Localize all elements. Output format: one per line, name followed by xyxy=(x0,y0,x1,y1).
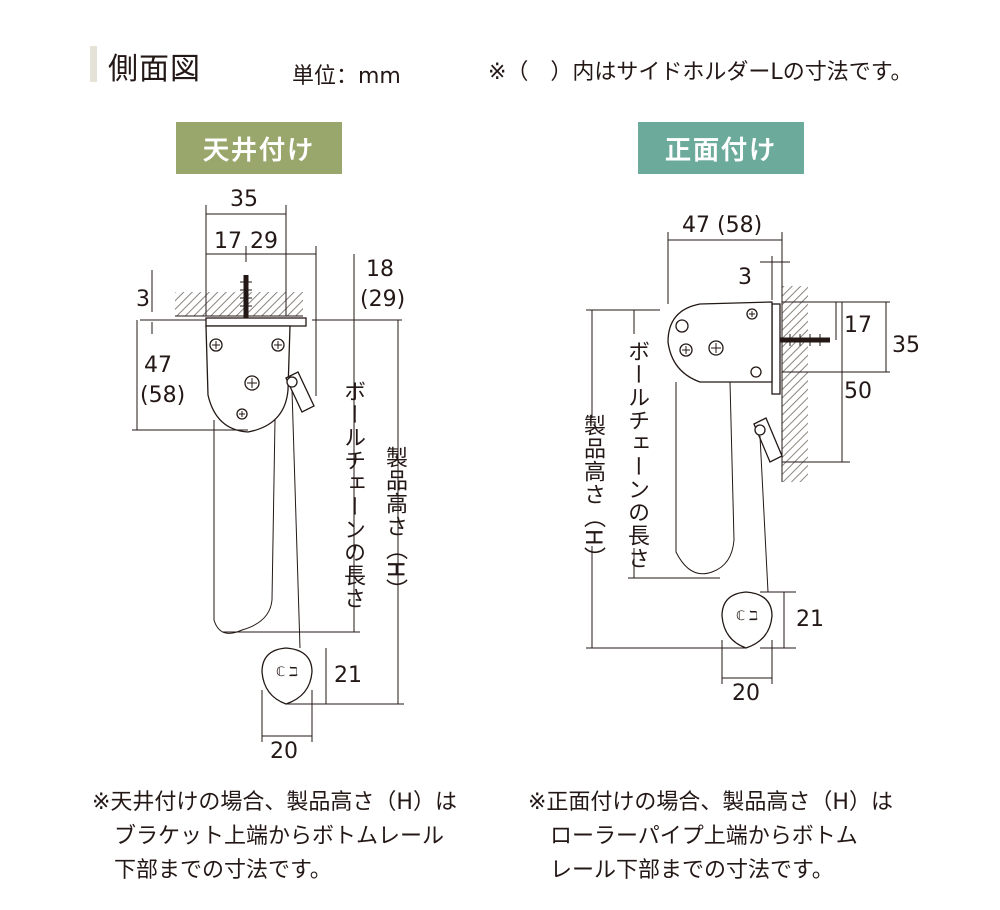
wall-surface xyxy=(782,286,808,482)
dim-ceiling-20: 20 xyxy=(270,739,298,764)
header-note: ※（ ）内はサイドホルダーLの寸法です。 xyxy=(488,60,913,85)
front-mount-badge: 正面付け xyxy=(638,122,804,174)
side-lever xyxy=(753,417,783,463)
ball-chain xyxy=(213,419,276,634)
dim-ceiling-29: 29 xyxy=(250,229,278,254)
front-note-line-2: ローラーパイプ上端からボトム xyxy=(550,824,858,849)
dim-front-17: 17 xyxy=(844,313,872,338)
dim-front-21: 21 xyxy=(796,607,824,632)
mounting-screw xyxy=(778,334,830,346)
ceiling-chain-length-label: ボールチェーンの長さ xyxy=(340,380,365,610)
ball-chain xyxy=(675,381,735,575)
dim-front-50: 50 xyxy=(844,379,872,404)
svg-text:ℂ ℶ: ℂ ℶ xyxy=(736,609,758,624)
dim-ceiling-21: 21 xyxy=(334,663,362,688)
dim-front-20: 20 xyxy=(732,681,760,706)
front-product-height-label: 製品高さ（H） xyxy=(580,414,605,570)
ceiling-note: ※天井付けの場合、製品高さ（H）は ブラケット上端からボトムレール 下部までの寸… xyxy=(92,786,457,888)
page-title: 側面図 xyxy=(108,52,201,87)
dim-ceiling-29-paren: (29) xyxy=(360,287,405,312)
dim-ceiling-17: 17 xyxy=(214,229,242,254)
pull-cord xyxy=(759,435,769,593)
pull-cord xyxy=(291,389,301,649)
ceiling-mount-badge: 天井付け xyxy=(176,122,342,174)
svg-text:ℂ ℶ: ℂ ℶ xyxy=(276,665,298,680)
title-accent-bar xyxy=(90,46,97,82)
front-chain-length-label: ボールチェーンの長さ xyxy=(624,340,649,570)
unit-label: 単位：mm xyxy=(292,64,401,89)
bracket xyxy=(771,303,781,395)
dim-ceiling-width-total: 35 xyxy=(230,187,258,212)
bracket xyxy=(205,317,307,327)
ceiling-product-height-label: 製品高さ（H） xyxy=(382,446,407,602)
front-mount-drawing: ℂ ℶ 47 (58) 3 17 35 50 21 20 xyxy=(586,213,920,706)
dim-ceiling-58: (58) xyxy=(140,383,185,408)
ceiling-mount-drawing: ℂ ℶ 35 17 29 3 47 (58) 18 (29) 21 20 xyxy=(132,187,405,764)
dim-front-35: 35 xyxy=(892,333,920,358)
mounting-screw xyxy=(240,275,252,320)
front-note: ※正面付けの場合、製品高さ（H）は ローラーパイプ上端からボトム レール下部まで… xyxy=(528,786,893,888)
dim-ceiling-18: 18 xyxy=(366,257,394,282)
dim-ceiling-3: 3 xyxy=(136,287,150,312)
dim-ceiling-47: 47 xyxy=(144,353,172,378)
ceiling-note-line-2: ブラケット上端からボトムレール xyxy=(114,824,445,849)
ceiling-surface xyxy=(175,292,303,316)
front-note-line-1: ※正面付けの場合、製品高さ（H）は xyxy=(528,790,893,815)
front-note-line-3: レール下部までの寸法です。 xyxy=(550,858,834,883)
ceiling-note-line-3: 下部までの寸法です。 xyxy=(114,858,332,883)
ceiling-note-line-1: ※天井付けの場合、製品高さ（H）は xyxy=(92,790,457,815)
dim-front-3: 3 xyxy=(738,265,752,290)
dim-front-width-total: 47 (58) xyxy=(682,213,762,238)
